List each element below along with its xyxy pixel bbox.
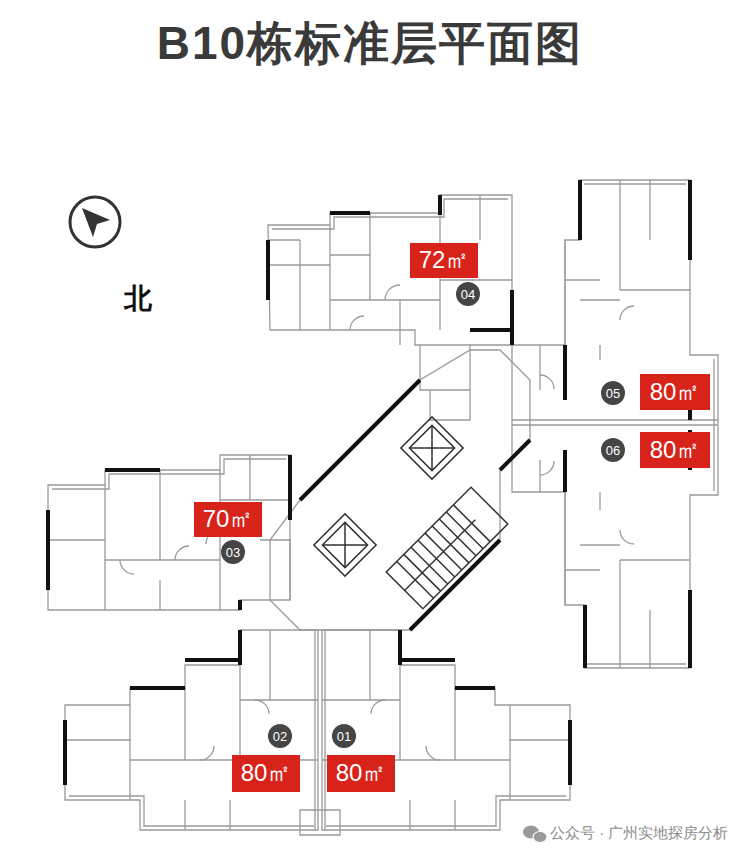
walls — [48, 180, 718, 835]
unit-number: 05 — [601, 381, 625, 405]
area-text: 80㎡ — [241, 761, 292, 785]
unit-text: 03 — [226, 546, 240, 559]
wechat-icon — [523, 826, 547, 843]
unit-number: 04 — [456, 282, 480, 306]
title-text: B10栋标准层平面图 — [157, 17, 583, 69]
north-label-text: 北 — [124, 283, 152, 314]
area-text: 80㎡ — [336, 761, 387, 785]
unit-text: 06 — [606, 444, 620, 457]
area-tag: 80㎡ — [640, 432, 710, 468]
unit-text: 04 — [461, 288, 475, 301]
watermark-text: 公众号 · 广州实地探房分析 — [550, 824, 728, 841]
area-text: 80㎡ — [650, 380, 701, 404]
unit-text: 05 — [606, 387, 620, 400]
unit-number: 01 — [332, 724, 356, 748]
north-arrow — [82, 208, 110, 237]
area-tag: 80㎡ — [327, 755, 395, 792]
unit-number: 03 — [221, 540, 245, 564]
exterior-walls — [48, 180, 690, 785]
area-text: 80㎡ — [650, 438, 701, 462]
unit-number: 06 — [601, 438, 625, 462]
unit-text: 02 — [273, 730, 287, 743]
area-tag: 72㎡ — [410, 243, 478, 278]
area-text: 70㎡ — [203, 507, 254, 531]
watermark: 公众号 · 广州实地探房分析 — [550, 824, 728, 843]
core — [314, 417, 508, 609]
area-tag: 70㎡ — [194, 502, 262, 537]
area-text: 72㎡ — [419, 248, 470, 272]
north-label: 北 — [124, 280, 152, 318]
area-tag: 80㎡ — [232, 755, 300, 792]
unit-text: 01 — [337, 730, 351, 743]
unit-number: 02 — [268, 724, 292, 748]
area-tag: 80㎡ — [640, 374, 710, 410]
title: B10栋标准层平面图 — [0, 8, 740, 78]
